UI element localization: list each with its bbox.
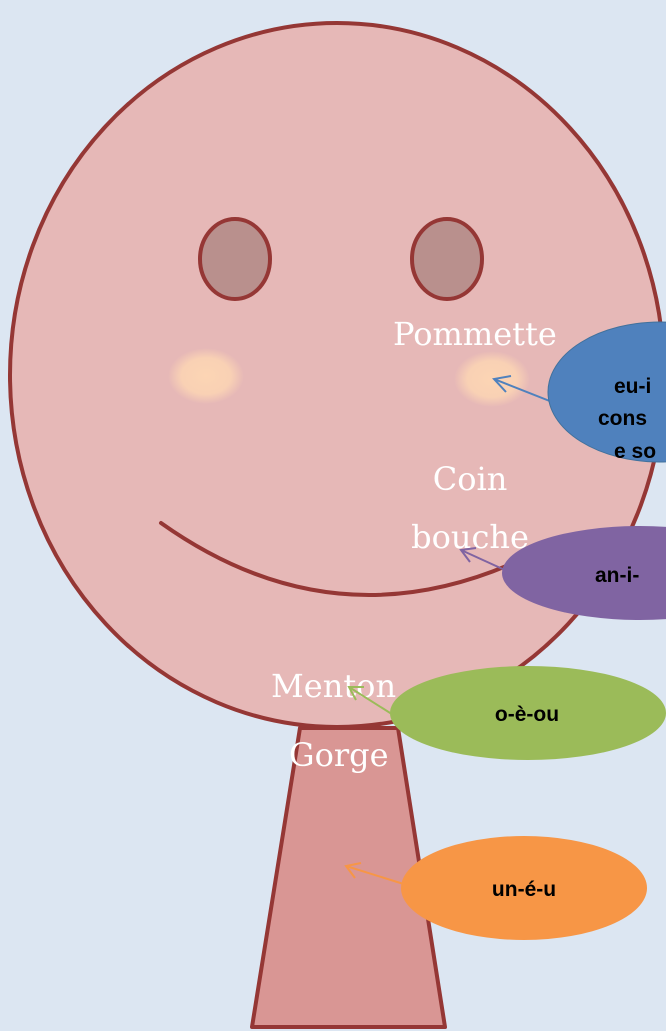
bubble-green-text: o-è-ou — [495, 703, 559, 726]
left-cheek — [168, 348, 244, 404]
label-coin: Coin — [433, 460, 508, 498]
right-eye — [412, 219, 482, 299]
bubble-blue-line1: eu-i — [614, 375, 651, 398]
label-gorge: Gorge — [289, 736, 389, 774]
bubble-orange-text: un-é-u — [492, 878, 556, 901]
label-bouche: bouche — [411, 518, 529, 556]
bubble-blue-line2: cons — [598, 407, 647, 430]
bubble-purple-text: an-i- — [595, 564, 639, 587]
right-cheek — [454, 351, 530, 407]
left-eye — [200, 219, 270, 299]
label-menton: Menton — [271, 667, 396, 705]
label-pommette: Pommette — [393, 315, 557, 353]
bubble-blue-line3: e so — [614, 440, 656, 463]
